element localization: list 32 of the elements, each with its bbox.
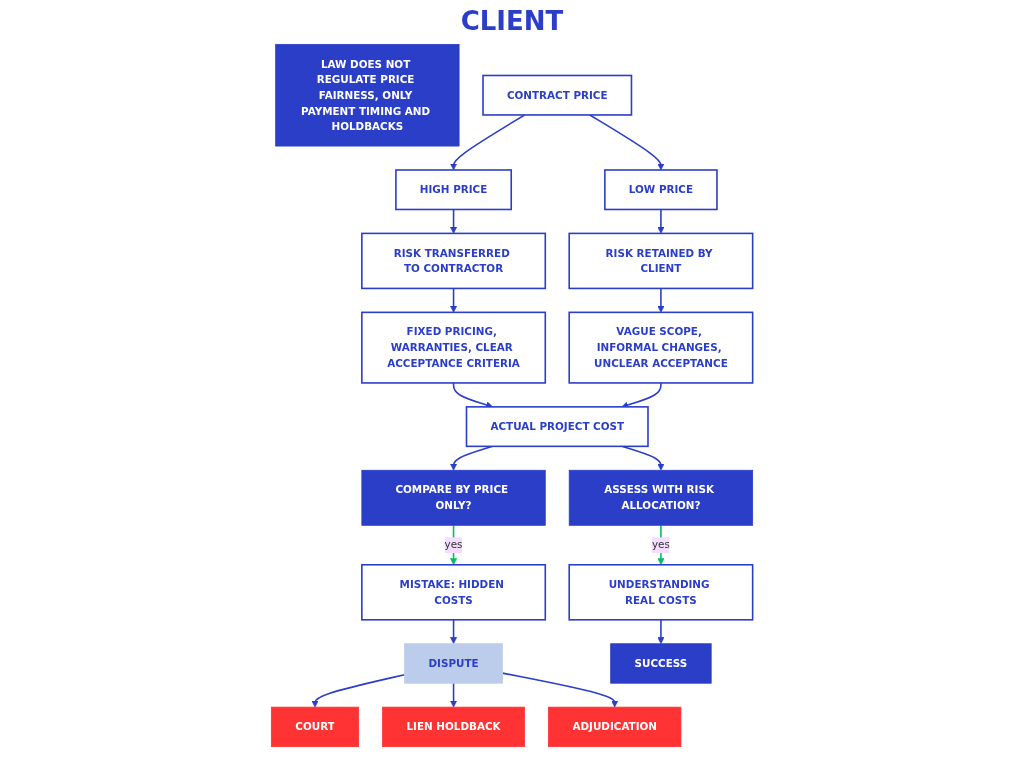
diagram-title: CLIENT [459,6,565,36]
arrow [450,619,458,645]
node-box: RISK RETAINED BY CLIENT [568,232,754,290]
node-box: DISPUTE [404,643,503,684]
node-box: LAW DOES NOT REGULATE PRICE FAIRNESS, ONLY PAYMENT TIMING AND HOLDBACKS [275,44,460,147]
node-box: SUCCESS [610,643,712,684]
node-box: COMPARE BY PRICE ONLY? [361,469,546,526]
arrow [311,673,406,708]
arrow [450,114,526,171]
node-box: ASSESS WITH RISK ALLOCATION? [568,469,754,526]
node-box: CONTRACT PRICE [482,74,633,116]
arrow [657,619,665,645]
node-box: LIEN HOLDBACK [382,706,525,747]
arrow [657,287,665,313]
node-box: COURT [270,706,360,747]
arrow [657,208,665,234]
node-box: FIXED PRICING, WARRANTIES, CLEAR ACCEPTANCE CRITERIA [361,311,547,384]
node-box: MISTAKE: HIDDEN COSTS [361,564,547,621]
node-box: LOW PRICE [604,169,718,211]
node-box: ADJUDICATION [548,706,682,747]
node-box: HIGH PRICE [395,169,512,211]
arrow [450,682,458,708]
node-box: UNDERSTANDING REAL COSTS [568,564,754,621]
edge-label: yes [651,538,670,551]
arrow [589,114,665,171]
node-box: ACTUAL PROJECT COST [465,406,649,448]
edge-label: yes [444,538,463,551]
node-box: RISK TRANSFERRED TO CONTRACTOR [361,232,547,290]
arrow [450,208,458,234]
node-box: VAGUE SCOPE, INFORMAL CHANGES, UNCLEAR ACCEPTANCE [568,311,754,384]
arrow [450,287,458,313]
arrow [501,672,619,708]
